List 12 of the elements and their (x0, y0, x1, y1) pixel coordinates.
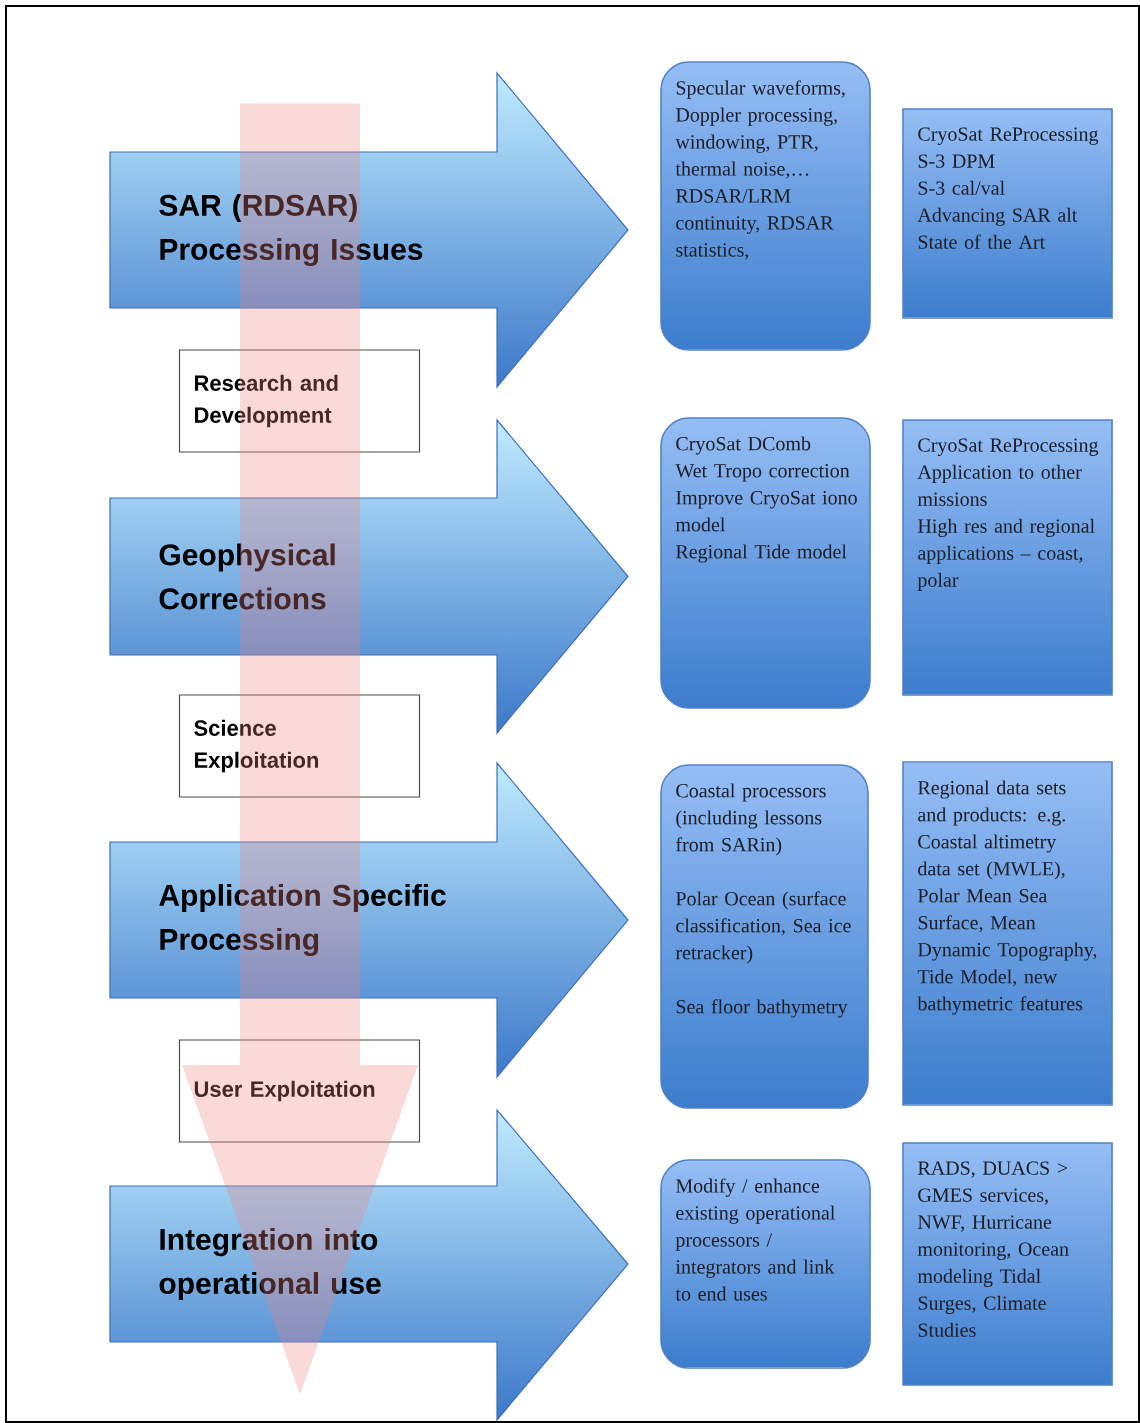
text-box: RADS, DUACS > GMES services, NWF, Hurricane monitoring, Ocean modeling Tidal Surges, Climate Studies (902, 1142, 1113, 1386)
rounded-text-box: Modify / enhance existing operational processors / integrators and link to end uses (660, 1159, 871, 1369)
label-box: Science Exploitation (178, 694, 421, 798)
text-box: Regional data sets and products: e.g. Coastal altimetry data set (MWLE), Polar Mean Sea Surface, Mean Dynamic Topography, Tide Model, new bathymetric features (902, 761, 1113, 1106)
label-box: User Exploitation (178, 1039, 421, 1143)
text-box: CryoSat ReProcessing S-3 DPM S-3 cal/val Advancing SAR alt State of the Art (902, 108, 1113, 319)
block-arrow-down (182, 103, 418, 1395)
rounded-text-box: Specular waveforms, Doppler processing, windowing, PTR, thermal noise,… RDSAR/LRM continuity, RDSAR statistics, (660, 61, 871, 351)
text-box: CryoSat ReProcessing Application to other missions High res and regional applications – coast, polar (902, 419, 1113, 696)
rounded-text-box: CryoSat DComb Wet Tropo correction Improve CryoSat iono model Regional Tide model (660, 417, 871, 709)
rounded-text-box: Coastal processors (including lessons from SARin) Polar Ocean (surface classification, Sea ice retracker) Sea floor bathymetry (660, 764, 869, 1109)
label-box: Research and Development (178, 349, 421, 453)
